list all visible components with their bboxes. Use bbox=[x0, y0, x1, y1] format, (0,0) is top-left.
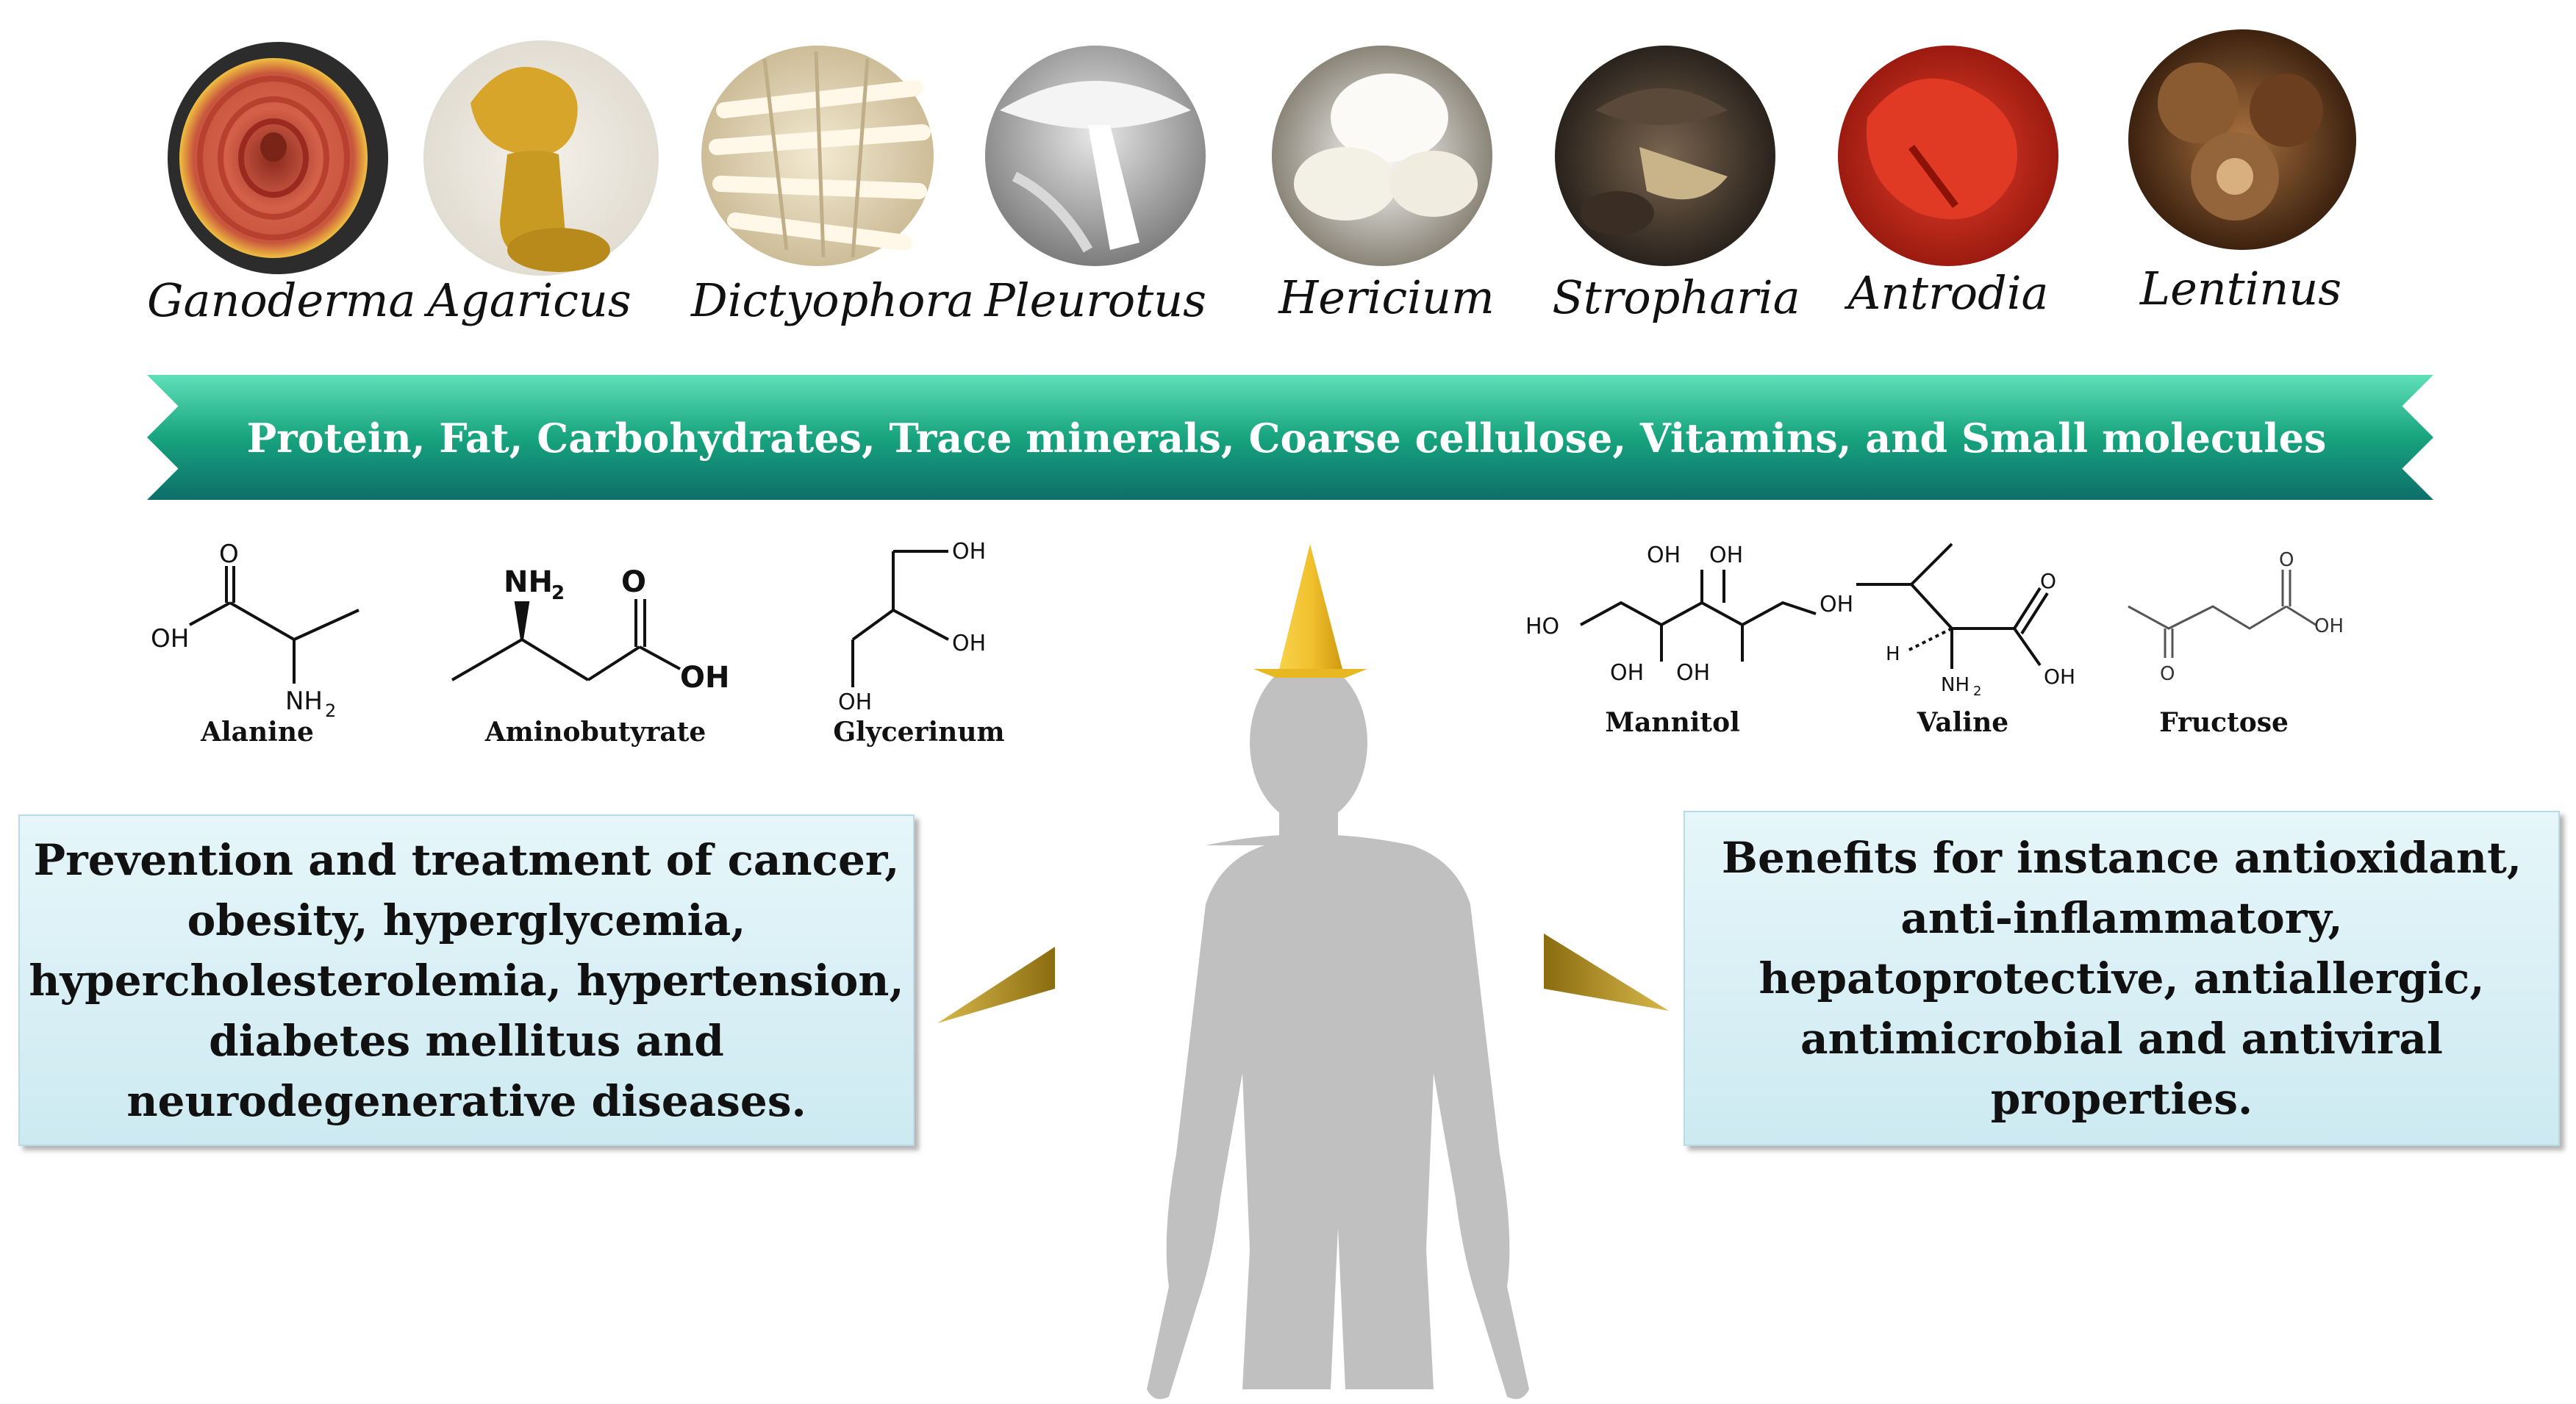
molecule-name-valine: Valine bbox=[1917, 707, 2009, 738]
mannitol-ho-label: HO bbox=[1525, 614, 1559, 640]
fructose-oh-label: OH bbox=[2314, 615, 2344, 637]
genus-label-agaricus: Agaricus bbox=[427, 273, 632, 327]
valine-o-label: O bbox=[2040, 569, 2056, 593]
fructose-structure: O OH O bbox=[2128, 549, 2344, 685]
fructose-o-bottom-label: O bbox=[2160, 663, 2175, 685]
genus-label-hericium: Hericium bbox=[1278, 271, 1495, 324]
nutrient-banner-arrow bbox=[147, 375, 2433, 500]
benefit-line-3: hepatoprotective, antiallergic, bbox=[1759, 953, 2485, 1003]
aminobutyrate-nh-label: NH bbox=[504, 565, 553, 599]
aminobutyrate-structure: NH 2 O OH bbox=[451, 565, 729, 695]
pleurotus-mushroom-icon bbox=[985, 46, 1206, 266]
mushroom-photo-row bbox=[168, 29, 2356, 276]
molecule-name-glycerinum: Glycerinum bbox=[833, 717, 1005, 748]
mannitol-oh-bottom1-label: OH bbox=[1610, 660, 1644, 686]
human-silhouette-icon bbox=[1147, 662, 1529, 1400]
alanine-o-label: O bbox=[219, 540, 239, 569]
mannitol-oh-bottom2-label: OH bbox=[1676, 660, 1710, 686]
disease-line-2: obesity, hyperglycemia, bbox=[187, 895, 746, 945]
benefit-line-5: properties. bbox=[1990, 1074, 2253, 1124]
valine-h-label: H bbox=[1886, 643, 1900, 665]
mannitol-oh-top2-label: OH bbox=[1709, 542, 1743, 568]
glycerinum-oh-bottom-label: OH bbox=[838, 690, 872, 715]
genus-label-ganoderma: Ganoderma bbox=[147, 273, 416, 327]
disease-prevention-box: Prevention and treatment of cancer, obes… bbox=[18, 814, 915, 1146]
alanine-subscript-label: 2 bbox=[325, 701, 336, 721]
disease-line-1: Prevention and treatment of cancer, bbox=[33, 834, 900, 885]
genus-label-stropharia: Stropharia bbox=[1552, 271, 1800, 324]
alanine-nh-label: NH bbox=[285, 687, 323, 716]
valine-structure: O OH H NH 2 bbox=[1856, 542, 2075, 699]
benefit-line-4: antimicrobial and antiviral bbox=[1800, 1014, 2443, 1064]
antrodia-mushroom-icon bbox=[1838, 46, 2058, 266]
molecule-name-mannitol: Mannitol bbox=[1605, 707, 1740, 738]
hericium-mushroom-icon bbox=[1272, 46, 1492, 266]
stropharia-mushroom-icon bbox=[1555, 46, 1775, 266]
mannitol-oh-right-label: OH bbox=[1820, 592, 1853, 617]
genus-label-dictyophora: Dictyophora bbox=[691, 273, 975, 327]
valine-nh-label: NH bbox=[1941, 674, 1969, 696]
valine-subscript-label: 2 bbox=[1973, 684, 1981, 699]
benefit-line-2: anti-inflammatory, bbox=[1900, 893, 2343, 943]
mannitol-structure: HO OH OH OH OH OH bbox=[1525, 542, 1853, 686]
ganoderma-mushroom-icon bbox=[168, 42, 388, 274]
aminobutyrate-oh-label: OH bbox=[680, 661, 729, 695]
molecule-name-fructose: Fructose bbox=[2159, 707, 2289, 738]
genus-label-lentinus: Lentinus bbox=[2139, 262, 2342, 315]
disease-line-3: hypercholesterolemia, hypertension, bbox=[29, 955, 904, 1006]
alanine-oh-label: OH bbox=[151, 624, 189, 653]
benefit-line-1: Benefits for instance antioxidant, bbox=[1721, 833, 2522, 883]
right-pointer-icon bbox=[1544, 934, 1669, 1011]
mannitol-oh-top1-label: OH bbox=[1647, 542, 1681, 568]
left-pointer-icon bbox=[937, 947, 1055, 1023]
glycerinum-oh-mid-label: OH bbox=[952, 631, 986, 656]
valine-oh-label: OH bbox=[2044, 665, 2075, 689]
molecule-name-aminobutyrate: Aminobutyrate bbox=[484, 717, 706, 748]
upward-pointer-icon bbox=[1279, 544, 1342, 669]
genus-label-pleurotus: Pleurotus bbox=[984, 273, 1206, 327]
lentinus-mushroom-icon bbox=[2128, 29, 2356, 250]
health-benefits-box: Benefits for instance antioxidant, anti-… bbox=[1684, 811, 2560, 1146]
genus-label-antrodia: Antrodia bbox=[1847, 266, 2049, 320]
fructose-o-top-label: O bbox=[2279, 549, 2294, 571]
glycerinum-oh-top-label: OH bbox=[952, 539, 986, 565]
glycerinum-structure: OH OH OH bbox=[838, 539, 986, 715]
aminobutyrate-o-label: O bbox=[621, 565, 646, 599]
alanine-structure: O OH NH 2 bbox=[151, 540, 359, 721]
dictyophora-mushroom-icon bbox=[701, 46, 934, 266]
molecule-name-alanine: Alanine bbox=[201, 717, 314, 748]
disease-line-4: diabetes mellitus and bbox=[209, 1015, 724, 1066]
nutrient-banner-text: Protein, Fat, Carbohydrates, Trace miner… bbox=[246, 415, 2327, 462]
aminobutyrate-subscript-label: 2 bbox=[551, 582, 565, 604]
molecule-structures: O OH NH 2 NH 2 O OH OH OH OH HO OH OH bbox=[151, 539, 2344, 721]
disease-line-5: neurodegenerative diseases. bbox=[126, 1075, 806, 1126]
agaricus-mushroom-icon bbox=[423, 40, 659, 276]
